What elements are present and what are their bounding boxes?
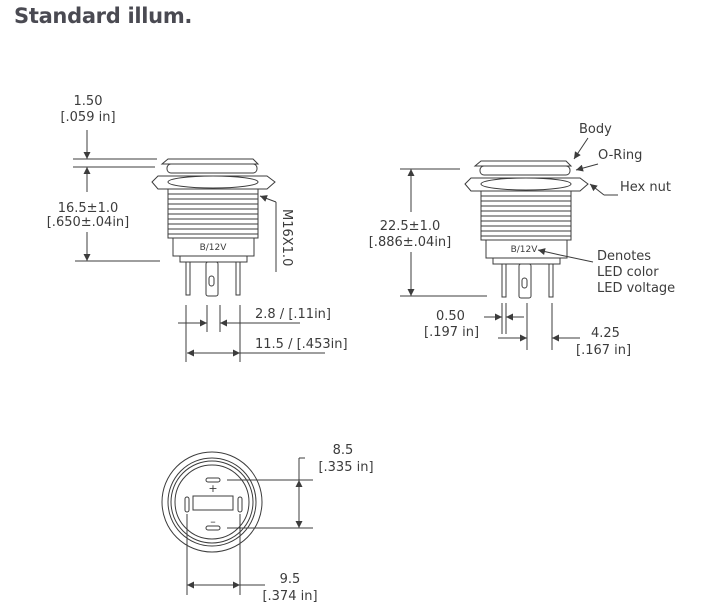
labeled-view: B/12V 22.5±1.0 [.886±.04in] Body O-Ring …	[369, 122, 675, 358]
plus-terminal: +	[208, 482, 217, 495]
led-window	[192, 495, 234, 511]
side-view: B/12V 1.50 [.059 in] 16.5±1.0 [.650±.04i…	[47, 94, 348, 362]
callout-led-voltage: LED voltage	[597, 281, 675, 296]
callout-oring: O-Ring	[598, 148, 642, 163]
pin-width-dim: 2.8 / [.11in]	[255, 307, 331, 322]
height-dim-value: 22.5±1.0	[380, 219, 441, 234]
pin-gap-value: 4.25	[591, 326, 620, 341]
callout-hexnut: Hex nut	[620, 180, 671, 195]
height-dim-value: 16.5±1.0	[58, 201, 119, 216]
pin-span-dim: 11.5 / [.453in]	[255, 337, 348, 352]
thread-label: M16X1.0	[279, 209, 294, 266]
horizontal-dim-inch: [.374 in]	[262, 589, 317, 604]
led-marking: B/12V	[511, 245, 539, 255]
pin-thickness-value: 0.50	[436, 309, 465, 324]
switch-body	[464, 160, 589, 299]
switch-body	[151, 158, 276, 297]
led-marking: B/12V	[200, 243, 228, 253]
pin-gap-inch: [.167 in]	[576, 343, 631, 358]
pin-right	[235, 261, 241, 296]
minus-terminal: –	[210, 515, 216, 528]
callout-denotes: Denotes	[597, 249, 651, 264]
cap-dim-value: 1.50	[74, 94, 103, 109]
bottom-view: + – 8.5 [.335 in] 9.5 [.374 in]	[161, 443, 374, 604]
page-title: Standard illum.	[14, 4, 193, 28]
pin-left	[185, 261, 191, 296]
thread	[167, 188, 259, 239]
callout-body: Body	[579, 122, 612, 137]
cap-dim-inch: [.059 in]	[60, 110, 115, 125]
pin-thickness-inch: [.197 in]	[424, 325, 479, 340]
height-dim-inch: [.650±.04in]	[47, 215, 130, 230]
vertical-dim-value: 8.5	[333, 443, 354, 458]
height-dim-inch: [.886±.04in]	[369, 235, 452, 250]
horizontal-dim-value: 9.5	[280, 572, 301, 587]
callout-led-color: LED color	[597, 265, 659, 280]
vertical-dim-inch: [.335 in]	[318, 460, 373, 475]
